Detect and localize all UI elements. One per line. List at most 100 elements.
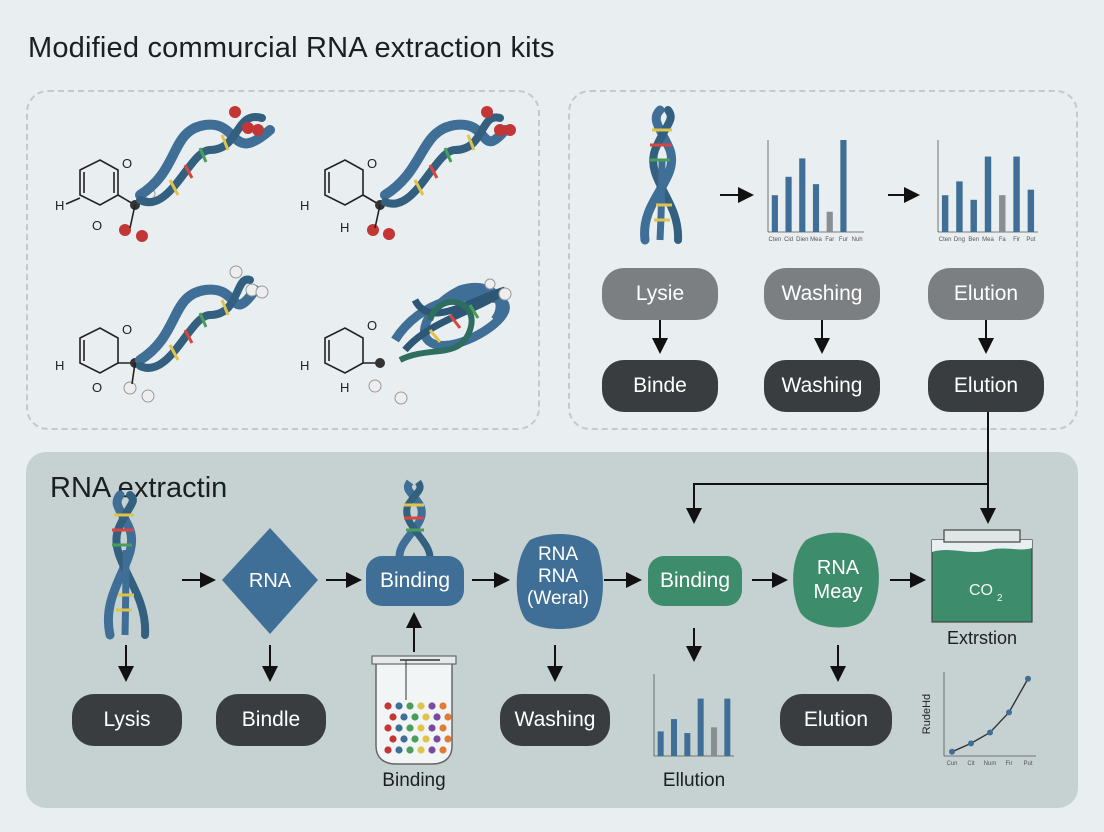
step-washing-top: Washing — [764, 268, 880, 320]
particle — [411, 713, 419, 721]
x-tick-label: Fur — [839, 237, 848, 243]
step-elution-bottom: Elution — [780, 694, 892, 746]
rna-weral-node — [516, 534, 603, 629]
particle — [389, 713, 397, 721]
rna-diamond-label: RNA — [248, 569, 292, 592]
x-tick-label: Dng — [954, 237, 965, 243]
x-tick-label: Cun — [946, 761, 957, 767]
rna-weral-line1: RNA — [537, 544, 579, 565]
particle — [439, 746, 447, 754]
chart-caption: Ellution — [662, 770, 726, 791]
x-tick-label: Nuh — [852, 237, 863, 243]
dna-helix-icon — [640, 105, 683, 245]
particle — [417, 702, 425, 710]
panel-title: RNA extractin — [50, 472, 228, 504]
beaker-icon — [371, 655, 457, 765]
x-tick-label: Mea — [982, 237, 994, 243]
x-tick-label: Cit — [967, 761, 975, 767]
x-tick-label: Put — [1026, 237, 1035, 243]
rna-meay-node — [793, 532, 879, 628]
particle — [400, 735, 408, 743]
bar-Mea — [984, 156, 992, 232]
dna-helix-icon — [395, 479, 434, 561]
step-washing: Washing — [764, 360, 880, 412]
line-point — [987, 729, 993, 736]
particle — [406, 702, 414, 710]
step-elution: Elution — [928, 360, 1044, 412]
x-tick-label: Mea — [810, 237, 822, 243]
bar-Dng — [956, 181, 963, 232]
line-point — [949, 748, 955, 755]
extraction-tank-icon — [931, 529, 1033, 623]
particle — [417, 724, 425, 732]
bar-Put — [1027, 189, 1035, 232]
bar-Cid — [785, 176, 792, 232]
particle — [439, 702, 447, 710]
page-title: Modified commurcial RNA extraction kits — [28, 32, 555, 64]
dna-helix-icon — [380, 106, 516, 208]
x-tick-label: Fir — [1006, 761, 1013, 767]
particle — [422, 713, 430, 721]
step-washing-bottom: Washing — [500, 694, 610, 746]
x-tick-label: Dien — [796, 237, 808, 243]
x-tick-label: Cid — [784, 237, 793, 243]
dna-helix-icon — [135, 265, 269, 372]
step-lysie: Lysie — [602, 268, 718, 320]
tangled-rna-icon — [391, 278, 512, 363]
hydrogen-label: H — [340, 380, 349, 395]
bar-b — [671, 719, 677, 756]
dna-helix-icon — [135, 106, 275, 207]
particle — [444, 735, 452, 743]
x-tick-label: Num — [984, 761, 997, 767]
rna-meay-label: RNA Meay — [796, 556, 880, 604]
rna-weral-line3: (Weral) — [527, 588, 589, 609]
particle — [439, 724, 447, 732]
binding-green-node: Binding — [648, 556, 742, 606]
bar-Mea — [812, 184, 820, 232]
particle — [411, 735, 419, 743]
co2-subscript: 2 — [997, 593, 1003, 604]
rna-diamond-node — [222, 528, 318, 634]
bar-Far — [826, 211, 833, 232]
bar-Fir — [1013, 156, 1020, 232]
bar-Fur — [840, 140, 847, 232]
x-tick-label: Put — [1023, 761, 1032, 767]
x-tick-label: Cten — [769, 237, 782, 243]
co2-label: CO — [969, 582, 993, 599]
particle — [422, 735, 430, 743]
bar-Cten — [771, 195, 778, 232]
line-point — [1025, 675, 1031, 682]
particle — [417, 746, 425, 754]
particle — [395, 746, 403, 754]
particle — [406, 746, 414, 754]
particle — [406, 724, 414, 732]
oxygen-label: O — [122, 156, 132, 171]
hydrogen-label: H — [340, 220, 349, 235]
beaker-caption: Binding — [382, 770, 446, 791]
bar-e — [711, 727, 717, 756]
oxygen-label: O — [367, 318, 377, 333]
x-tick-label: Far — [825, 237, 834, 243]
binding-node: Binding — [366, 556, 464, 606]
extraction-caption: Extrstion — [946, 628, 1018, 648]
oxygen-label: O — [122, 322, 132, 337]
rna-extraction-panel — [26, 452, 1078, 808]
particle — [433, 735, 441, 743]
particle — [444, 713, 452, 721]
bar-d — [697, 698, 704, 756]
rna-weral-label: RNA RNA (Weral) — [516, 544, 600, 610]
molecule-3: O H O — [55, 322, 155, 403]
bar-a — [657, 731, 664, 756]
rna-meay-line2: Meay — [813, 581, 863, 603]
particle — [384, 746, 392, 754]
bar-f — [724, 698, 731, 756]
particle — [395, 702, 403, 710]
x-tick-label: Ben — [968, 237, 979, 243]
particle — [384, 702, 392, 710]
particle — [395, 724, 403, 732]
hydrogen-label: H — [55, 198, 64, 213]
particle — [428, 746, 436, 754]
oxygen-label: O — [92, 380, 102, 395]
